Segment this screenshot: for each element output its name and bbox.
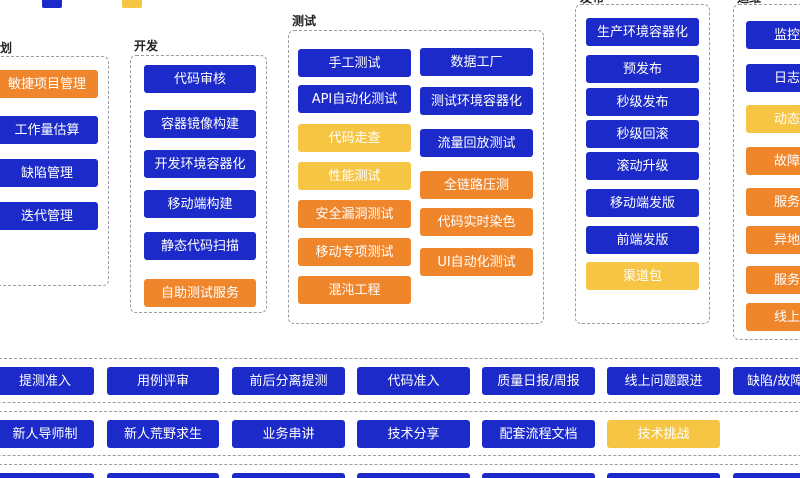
box-row3-4: [357, 473, 470, 478]
group-ops: [733, 4, 800, 340]
box-ops-service-2[interactable]: 服务: [746, 266, 800, 294]
group-test-title: 测试: [292, 14, 317, 28]
box-row3-1: [0, 473, 94, 478]
box-defect-fault[interactable]: 缺陷/故障: [733, 367, 800, 395]
box-mobile-special-test[interactable]: 移动专项测试: [298, 238, 411, 266]
box-code-admission[interactable]: 代码准入: [357, 367, 470, 395]
legend-swatch-blue: [42, 0, 62, 8]
box-full-link-stress[interactable]: 全链路压测: [420, 171, 533, 199]
band-third-row: [0, 464, 800, 478]
legend-swatch-yellow: [122, 0, 142, 8]
group-plan: [0, 56, 109, 286]
box-case-review[interactable]: 用例评审: [107, 367, 219, 395]
box-process-docs[interactable]: 配套流程文档: [482, 420, 595, 448]
group-release-title: 发布: [580, 0, 604, 5]
box-dev-env-container[interactable]: 开发环境容器化: [144, 150, 256, 178]
box-mentor-system[interactable]: 新人导师制: [0, 420, 94, 448]
box-fe-be-split-test[interactable]: 前后分离提测: [232, 367, 345, 395]
box-row3-6: [607, 473, 720, 478]
box-test-admission[interactable]: 提测准入: [0, 367, 94, 395]
box-ops-fault[interactable]: 故障: [746, 147, 800, 175]
band-team-growth: [0, 411, 800, 456]
box-tech-challenge[interactable]: 技术挑战: [607, 420, 720, 448]
box-code-realtime-dye[interactable]: 代码实时染色: [420, 208, 533, 236]
box-second-rollback[interactable]: 秒级回滚: [586, 120, 699, 148]
box-api-auto-test[interactable]: API自动化测试: [298, 85, 411, 113]
box-ops-service-1[interactable]: 服务: [746, 188, 800, 216]
box-prod-env-container[interactable]: 生产环境容器化: [586, 18, 699, 46]
box-mobile-release[interactable]: 移动端发版: [586, 189, 699, 217]
box-pre-release[interactable]: 预发布: [586, 55, 699, 83]
group-ops-title: 运维: [737, 0, 761, 5]
box-security-vuln-test[interactable]: 安全漏洞测试: [298, 200, 411, 228]
group-plan-title: 划: [0, 41, 13, 55]
box-ops-log[interactable]: 日志: [746, 64, 800, 92]
box-container-image-build[interactable]: 容器镜像构建: [144, 110, 256, 138]
box-effort-estimate[interactable]: 工作量估算: [0, 116, 98, 144]
box-online-issue-followup[interactable]: 线上问题跟进: [607, 367, 720, 395]
box-self-test-service[interactable]: 自助测试服务: [144, 279, 256, 307]
box-business-walkthrough[interactable]: 业务串讲: [232, 420, 345, 448]
box-defect-mgmt[interactable]: 缺陷管理: [0, 159, 98, 187]
group-test: [288, 30, 544, 324]
box-code-walkthrough[interactable]: 代码走查: [298, 124, 411, 152]
box-ops-remote[interactable]: 异地: [746, 226, 800, 254]
box-ui-auto-test[interactable]: UI自动化测试: [420, 248, 533, 276]
box-second-release[interactable]: 秒级发布: [586, 88, 699, 116]
group-dev-title: 开发: [134, 39, 159, 53]
box-ops-monitor[interactable]: 监控: [746, 21, 800, 49]
box-row3-3: [232, 473, 345, 478]
band-quality-process: [0, 358, 800, 403]
box-ops-dynamic[interactable]: 动态: [746, 105, 800, 133]
box-quality-report[interactable]: 质量日报/周报: [482, 367, 595, 395]
box-test-env-container[interactable]: 测试环境容器化: [420, 87, 533, 115]
box-tech-sharing[interactable]: 技术分享: [357, 420, 470, 448]
box-code-review[interactable]: 代码审核: [144, 65, 256, 93]
box-row3-2: [107, 473, 219, 478]
box-agile-pm[interactable]: 敏捷项目管理: [0, 70, 98, 98]
box-traffic-replay[interactable]: 流量回放测试: [420, 129, 533, 157]
box-mobile-build[interactable]: 移动端构建: [144, 190, 256, 218]
box-frontend-release[interactable]: 前端发版: [586, 226, 699, 254]
box-iteration-mgmt[interactable]: 迭代管理: [0, 202, 98, 230]
box-row3-7: [733, 473, 800, 478]
box-static-code-scan[interactable]: 静态代码扫描: [144, 232, 256, 260]
box-ops-online[interactable]: 线上: [746, 303, 800, 331]
group-release: [575, 4, 710, 324]
box-row3-5: [482, 473, 595, 478]
box-newcomer-survival[interactable]: 新人荒野求生: [107, 420, 219, 448]
box-chaos-engineering[interactable]: 混沌工程: [298, 276, 411, 304]
box-data-factory[interactable]: 数据工厂: [420, 48, 533, 76]
group-dev: [130, 55, 267, 313]
box-rolling-upgrade[interactable]: 滚动升级: [586, 152, 699, 180]
box-perf-test[interactable]: 性能测试: [298, 162, 411, 190]
box-channel-package[interactable]: 渠道包: [586, 262, 699, 290]
box-manual-test[interactable]: 手工测试: [298, 49, 411, 77]
